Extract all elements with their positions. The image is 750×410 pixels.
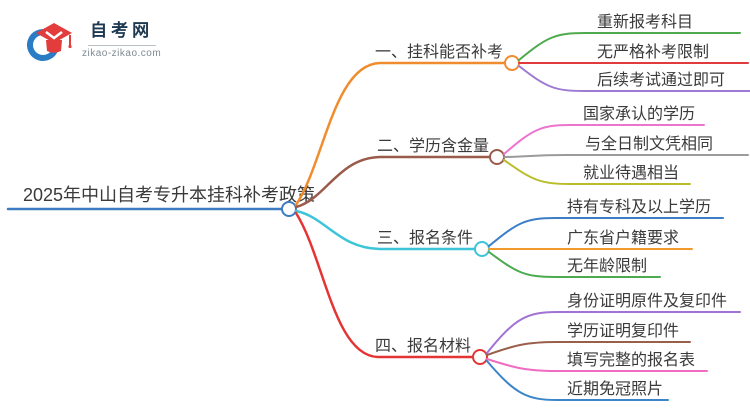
branch-1-child-1-line	[518, 32, 741, 61]
branch-3-child-1-line	[488, 217, 724, 247]
branch-3: 三、报名条件 持有专科及以上学历 广东省户籍要求 无年龄限制	[294, 198, 724, 278]
cap-top	[36, 23, 72, 43]
cap-tassel-tip	[68, 44, 72, 49]
branch-1-child-3-label: 后续考试通过即可	[597, 71, 725, 89]
branch-2-child-3-line	[503, 159, 691, 185]
branch-1-child-1-label: 重新报考科目	[597, 13, 693, 31]
branch-2-child-2-line	[503, 154, 749, 158]
branch-1-child-3-line	[518, 65, 750, 92]
branch-4: 四、报名材料 身份证明原件及复印件 学历证明复印件 填写完整的报名表 近期免冠照…	[294, 211, 741, 401]
branch-1-child-2-label: 无严格补考限制	[597, 43, 709, 61]
branch-4-child-4-label: 近期免冠照片	[567, 380, 663, 398]
root-label: 2025年中山自考专升本挂科补考政策	[23, 185, 315, 205]
branch-2-child-2-label: 与全日制文凭相同	[585, 135, 713, 153]
branch-4-child-3-line	[486, 358, 708, 372]
branch-4-child-3-label: 填写完整的报名表	[567, 351, 695, 369]
branch-3-child-2-label: 广东省户籍要求	[567, 229, 679, 247]
logo-divider	[87, 44, 156, 46]
branch-2-node-circle	[489, 149, 505, 165]
root-node: 2025年中山自考专升本挂科补考政策	[6, 185, 315, 217]
branch-4-child-2-label: 学历证明复印件	[567, 322, 679, 340]
logo-text: 自考网 zikao-zikao.com	[82, 19, 161, 59]
branch-1-label: 一、挂科能否补考	[375, 43, 503, 61]
branch-2-line	[294, 155, 492, 209]
branch-3-line	[294, 209, 477, 251]
branch-2-child-1-label: 国家承认的学历	[583, 105, 695, 123]
branch-3-child-3-line	[488, 251, 661, 278]
cap-base	[46, 40, 62, 53]
graduation-cap-icon	[27, 23, 72, 61]
branch-1-line	[294, 61, 507, 207]
branch-3-label: 三、报名条件	[377, 229, 473, 247]
branch-1-node-circle	[504, 55, 520, 71]
branch-2: 二、学历含金量 国家承认的学历 与全日制文凭相同 就业待遇相当	[294, 105, 749, 209]
branch-4-child-1-line	[486, 311, 741, 354]
branch-2-child-1-line	[503, 124, 705, 155]
branch-3-node-circle	[474, 241, 490, 257]
branch-4-line	[294, 211, 475, 359]
branch-4-child-4-line	[486, 360, 669, 401]
branch-1: 一、挂科能否补考 重新报考科目 无严格补考限制 后续考试通过即可	[294, 13, 750, 207]
branch-4-child-2-line	[486, 341, 691, 356]
root-node-circle	[281, 201, 297, 217]
branch-4-node-circle	[472, 349, 488, 365]
branch-3-child-1-label: 持有专科及以上学历	[567, 198, 711, 216]
site-name: 自考网	[90, 21, 154, 40]
branch-4-child-1-label: 身份证明原件及复印件	[567, 292, 727, 310]
branch-3-child-3-label: 无年龄限制	[567, 257, 647, 275]
branch-4-label: 四、报名材料	[375, 337, 471, 355]
branch-2-label: 二、学历含金量	[377, 137, 489, 155]
site-logo: 自考网 zikao-zikao.com	[27, 19, 161, 65]
branch-2-child-3-label: 就业待遇相当	[583, 164, 679, 182]
cap-chevron	[45, 31, 63, 40]
site-url: zikao-zikao.com	[82, 47, 162, 59]
